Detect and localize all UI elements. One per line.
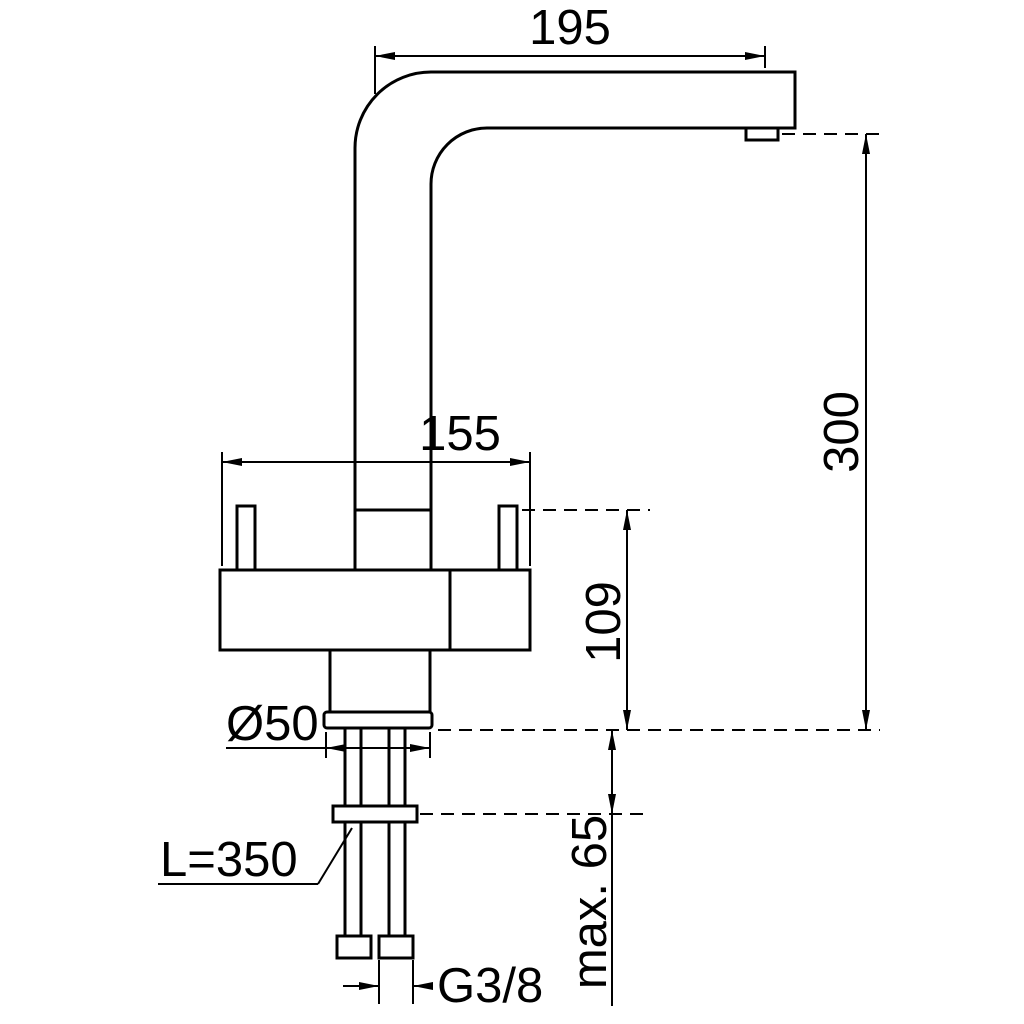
overall-height-label: 300: [815, 391, 869, 473]
base-diameter-label: Ø50: [226, 697, 319, 751]
spout-aerator-tip: [744, 126, 780, 142]
supply-hoses: [331, 728, 419, 960]
left-hose-connector: [335, 934, 373, 960]
connection-thread-label: G3/8: [437, 959, 543, 1013]
body-width-label: 155: [419, 407, 501, 461]
base-flange: [322, 710, 434, 730]
dimension-base-diameter: Ø50: [226, 697, 431, 758]
spout-reach-label: 195: [529, 1, 611, 55]
left-handle-lever: [235, 504, 257, 572]
dimension-spout-reach: 195: [374, 1, 766, 94]
right-handle-lever: [497, 504, 519, 572]
body-height-label: 109: [577, 581, 631, 663]
dimension-connection-thread: G3/8: [343, 959, 543, 1013]
base-column: [328, 648, 432, 714]
faucet-outline: [218, 70, 797, 960]
label-hose-length: L=350: [158, 827, 353, 887]
hose-fitting-nut: [331, 804, 419, 824]
max-mounting-depth-label: max. 65: [563, 815, 617, 989]
spout-outline: [353, 70, 797, 512]
faucet-body: [218, 568, 532, 652]
dimension-overall-height: 300: [438, 133, 880, 731]
hose-length-label: L=350: [160, 833, 298, 887]
right-hose-connector: [377, 934, 415, 960]
leader-line: [317, 827, 353, 885]
dimension-max-mounting-depth: max. 65: [420, 730, 650, 1006]
dimension-body-height: 109: [522, 509, 650, 730]
